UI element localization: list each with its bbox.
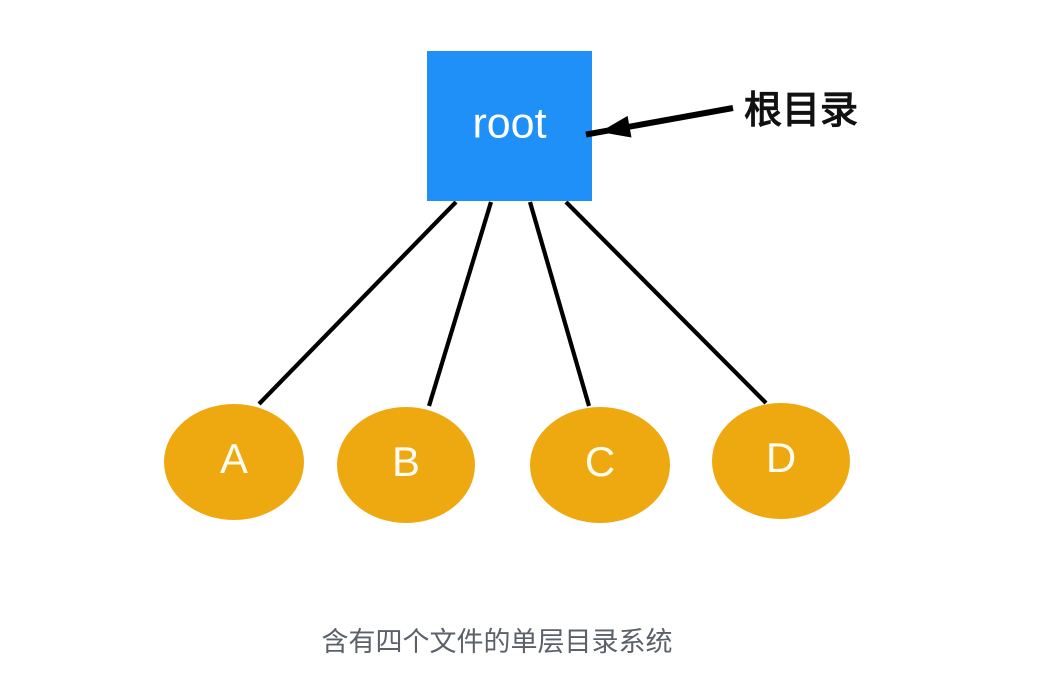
- file-node-d-label: D: [766, 434, 796, 481]
- edge-group: [257, 200, 768, 407]
- file-node-c[interactable]: C: [530, 407, 670, 523]
- edge-root-to-c: [527, 201, 592, 407]
- file-node-d[interactable]: D: [712, 403, 850, 519]
- file-node-c-shape[interactable]: [530, 407, 670, 523]
- file-node-b-label: B: [392, 438, 420, 485]
- root-node-label: root: [472, 99, 546, 147]
- file-node-d-shape[interactable]: [712, 403, 850, 519]
- file-node-a-label: A: [220, 435, 248, 482]
- file-node-c-label: C: [585, 438, 615, 485]
- file-node-b-shape[interactable]: [337, 407, 475, 523]
- root-node[interactable]: root: [427, 51, 592, 201]
- annotation-callout: 根目录: [585, 90, 858, 138]
- edge-root-to-a: [257, 200, 458, 406]
- edge-root-to-d: [564, 200, 768, 405]
- root-node-shape[interactable]: [427, 51, 592, 201]
- file-node-group: A B C D: [164, 403, 850, 523]
- file-node-a-shape[interactable]: [164, 404, 304, 520]
- annotation-arrow-head-icon: [600, 115, 632, 138]
- file-node-a[interactable]: A: [164, 404, 304, 520]
- file-node-b[interactable]: B: [337, 407, 475, 523]
- edge-root-to-b: [426, 201, 494, 407]
- diagram-caption: 含有四个文件的单层目录系统: [322, 627, 673, 657]
- annotation-label: 根目录: [744, 90, 858, 132]
